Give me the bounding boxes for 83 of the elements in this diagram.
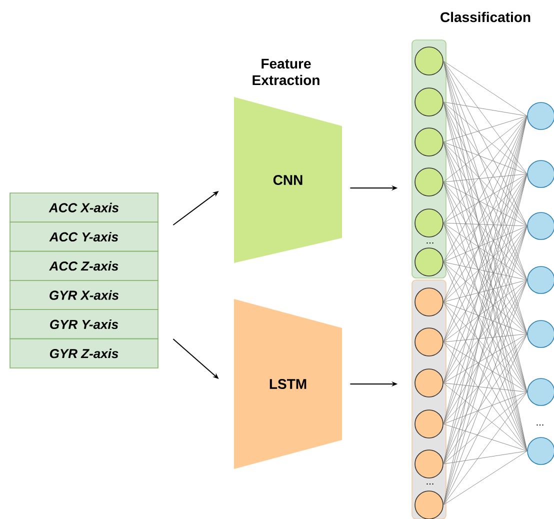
neuron-circle (414, 328, 444, 356)
connection-line (443, 334, 528, 342)
table-row: GYR Z-axis (10, 338, 158, 368)
connection-line (443, 262, 528, 392)
connection-line (443, 334, 528, 464)
connection-line (443, 302, 528, 392)
connection-line (443, 116, 528, 262)
connection-line (443, 262, 528, 452)
connection-line (443, 142, 528, 280)
connection-line (443, 262, 528, 334)
neuron-circle (414, 410, 444, 438)
connection-line (443, 302, 528, 334)
table-row: GYR Y-axis (10, 309, 158, 340)
connection-line (443, 334, 528, 424)
connection-line (443, 280, 528, 424)
connection-line (443, 280, 528, 342)
table-row: ACC Y-axis (10, 222, 158, 252)
neuron-circle (527, 160, 554, 188)
connection-line (443, 60, 528, 226)
neuron-circle (527, 102, 554, 130)
connection-line (443, 174, 528, 302)
connection-line (443, 302, 528, 452)
connection-line (443, 262, 528, 280)
neuron-circle (414, 490, 444, 519)
neuron-circle (527, 437, 554, 465)
connection-line (443, 280, 528, 464)
connection-line (443, 392, 528, 506)
connection-line (443, 116, 528, 142)
connection-line (443, 116, 528, 182)
neuron-circle (414, 88, 444, 116)
ellipsis: ... (426, 242, 434, 244)
table-row: GYR X-axis (10, 280, 158, 310)
connection-line (443, 450, 528, 464)
neuron-circle (414, 450, 444, 478)
connection-line (443, 102, 528, 116)
connection-line (443, 334, 528, 506)
table-row: ACC Z-axis (10, 250, 158, 281)
neuron-circle (414, 248, 444, 276)
connection-line (443, 222, 528, 226)
connection-line (443, 424, 528, 452)
connection-line (443, 342, 528, 452)
connection-line (443, 226, 528, 262)
neuron-circle (414, 46, 444, 76)
connection-line (443, 102, 528, 280)
connection-line (443, 382, 528, 452)
neuron-circle (414, 208, 444, 238)
neuron-circle (527, 266, 554, 294)
table-row: ACC X-axis (10, 192, 158, 223)
connection-line (443, 334, 528, 384)
connection-line (443, 222, 528, 280)
neuron-circle (527, 212, 554, 240)
connection-line (443, 142, 528, 174)
trapezoid-block: CNN (234, 97, 342, 263)
connection-line (443, 182, 528, 226)
neuron-circle (527, 320, 554, 348)
section-heading: Classification (440, 12, 530, 22)
neuron-circle (414, 288, 444, 316)
connection-line (443, 392, 528, 464)
connection-line (443, 342, 528, 392)
connection-line (443, 382, 528, 392)
connection-line (443, 174, 528, 182)
connection-line (443, 174, 528, 224)
neuron-circle (414, 128, 444, 156)
connection-line (443, 280, 528, 302)
neuron-circle (414, 168, 444, 196)
neuron-circle (527, 378, 554, 406)
connection-line (443, 450, 528, 506)
ellipsis: ... (426, 483, 434, 485)
neuron-circle (414, 368, 444, 398)
connection-line (443, 174, 528, 262)
connection-line (443, 60, 528, 116)
connection-line (443, 392, 528, 424)
ellipsis: ... (536, 424, 544, 426)
connection-line (443, 142, 528, 226)
connection-line (443, 280, 528, 384)
connection-line (443, 116, 528, 302)
connection-line (443, 182, 528, 280)
connection-line (443, 102, 528, 174)
connection-line (443, 60, 528, 280)
connection-line (443, 226, 528, 302)
connection-line (443, 60, 528, 174)
connection-line (443, 280, 528, 506)
trapezoid-block: LSTM (234, 299, 342, 469)
